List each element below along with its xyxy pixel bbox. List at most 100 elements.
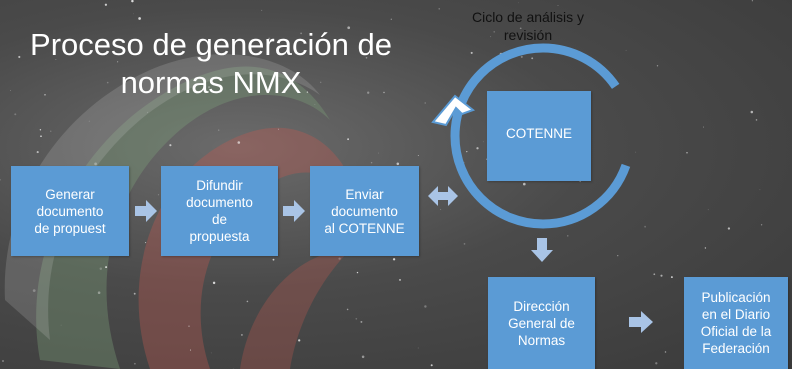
star bbox=[14, 113, 17, 116]
star bbox=[482, 141, 484, 143]
step-cotenne[interactable]: COTENNE bbox=[487, 91, 591, 181]
star bbox=[104, 3, 108, 6]
star bbox=[440, 208, 442, 210]
star bbox=[55, 59, 57, 60]
star bbox=[466, 150, 468, 153]
star bbox=[99, 267, 103, 271]
star bbox=[145, 242, 147, 244]
star bbox=[396, 162, 400, 166]
star bbox=[106, 81, 109, 84]
star bbox=[2, 360, 4, 362]
star bbox=[347, 26, 351, 30]
star bbox=[517, 2, 519, 4]
star bbox=[567, 235, 569, 237]
arrow-right-icon bbox=[629, 311, 653, 333]
star bbox=[635, 151, 637, 153]
star bbox=[105, 266, 108, 269]
star bbox=[392, 258, 396, 261]
star bbox=[370, 161, 373, 164]
star bbox=[338, 257, 341, 260]
star bbox=[378, 152, 379, 154]
star bbox=[319, 81, 322, 84]
star bbox=[755, 119, 758, 121]
star bbox=[40, 135, 42, 138]
star bbox=[117, 61, 119, 63]
star bbox=[617, 255, 619, 257]
star bbox=[0, 179, 1, 181]
star bbox=[656, 65, 659, 67]
step-difundir-documento[interactable]: Difundir documento de propuesta bbox=[161, 166, 278, 256]
star bbox=[750, 110, 754, 114]
star bbox=[272, 258, 275, 261]
star bbox=[759, 189, 761, 191]
star bbox=[644, 225, 646, 228]
star bbox=[625, 49, 627, 51]
step-generar-documento[interactable]: Generar documento de propuest bbox=[11, 166, 129, 256]
star bbox=[240, 333, 243, 336]
star bbox=[365, 56, 368, 59]
star bbox=[760, 224, 763, 226]
cycle-label: Ciclo de análisis y revisión bbox=[471, 9, 585, 43]
star bbox=[218, 129, 220, 131]
step-direccion-general[interactable]: Dirección General de Normas bbox=[488, 277, 595, 369]
star bbox=[702, 126, 705, 128]
star bbox=[347, 138, 349, 141]
step-label: Generar documento de propuest bbox=[34, 186, 106, 236]
star bbox=[417, 347, 419, 349]
star bbox=[284, 91, 286, 94]
star bbox=[470, 51, 473, 54]
star bbox=[463, 243, 466, 245]
star bbox=[157, 194, 160, 196]
star bbox=[476, 147, 479, 150]
step-label: Dirección General de Normas bbox=[508, 298, 575, 348]
star bbox=[438, 8, 440, 10]
star bbox=[94, 162, 97, 166]
star bbox=[188, 325, 190, 328]
star bbox=[430, 364, 433, 367]
star bbox=[44, 93, 46, 96]
star bbox=[64, 52, 66, 54]
step-label: Enviar documento al COTENNE bbox=[324, 186, 405, 236]
star bbox=[306, 91, 309, 93]
star bbox=[50, 130, 52, 132]
star bbox=[707, 209, 709, 211]
star bbox=[355, 318, 358, 320]
star bbox=[246, 300, 249, 303]
star bbox=[39, 129, 42, 131]
star bbox=[704, 247, 707, 249]
step-label: Difundir documento de propuesta bbox=[186, 178, 253, 244]
star bbox=[134, 362, 136, 365]
star bbox=[356, 271, 359, 274]
step-label: Publicación en el Diario Oficial de la F… bbox=[700, 290, 772, 356]
star bbox=[18, 55, 21, 59]
star bbox=[660, 274, 663, 277]
star bbox=[237, 141, 241, 144]
star bbox=[212, 281, 216, 285]
star bbox=[490, 36, 492, 38]
star bbox=[424, 102, 426, 104]
step-enviar-documento[interactable]: Enviar documento al COTENNE bbox=[310, 166, 419, 256]
star bbox=[207, 86, 211, 89]
step-publicacion-diario[interactable]: Publicación en el Diario Oficial de la F… bbox=[684, 277, 788, 369]
star bbox=[138, 17, 141, 20]
star bbox=[493, 31, 495, 33]
star bbox=[523, 182, 526, 186]
star bbox=[300, 32, 302, 35]
star bbox=[367, 91, 370, 94]
star bbox=[10, 90, 12, 91]
star bbox=[424, 305, 427, 308]
star bbox=[361, 355, 365, 359]
star bbox=[32, 289, 36, 292]
star bbox=[579, 181, 581, 183]
star bbox=[727, 227, 731, 230]
star bbox=[399, 278, 401, 281]
star bbox=[36, 151, 39, 154]
star bbox=[519, 27, 522, 30]
star bbox=[417, 155, 419, 157]
star bbox=[133, 13, 134, 15]
star bbox=[520, 55, 523, 58]
star bbox=[210, 352, 212, 354]
star bbox=[531, 57, 534, 60]
star bbox=[686, 152, 688, 154]
